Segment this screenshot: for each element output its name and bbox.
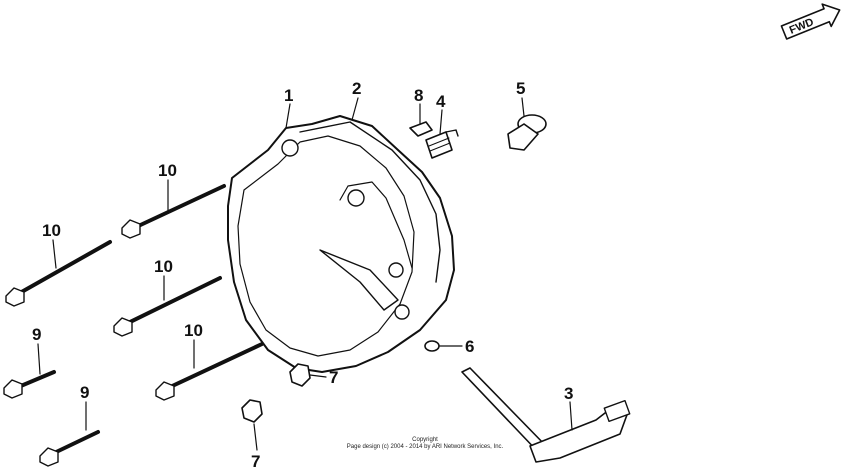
bolt-small-b <box>39 430 100 467</box>
copyright-line-1: Copyright <box>412 437 438 443</box>
callout-7a: 7 <box>329 368 338 387</box>
nut-a <box>289 363 311 387</box>
leader-lines <box>37 97 573 451</box>
clip <box>409 121 433 137</box>
callout-4: 4 <box>436 92 446 111</box>
callout-5: 5 <box>516 79 525 98</box>
forward-arrow-icon <box>780 3 841 40</box>
bolt-long-a <box>121 184 226 239</box>
callout-9a: 9 <box>32 325 41 344</box>
callout-10c: 10 <box>154 257 173 276</box>
copyright-line-2: Page design (c) 2004 - 2014 by ARI Netwo… <box>346 444 504 450</box>
crankcase-cover <box>227 115 455 373</box>
callout-10d: 10 <box>184 321 203 340</box>
bolt-small-a <box>3 370 56 399</box>
callout-6: 6 <box>465 337 474 356</box>
callout-7b: 7 <box>251 452 260 471</box>
nut-b <box>241 399 263 423</box>
bolt-long-c <box>113 276 222 337</box>
pin <box>507 114 547 151</box>
shift-lever <box>461 367 631 463</box>
callout-3: 3 <box>564 384 573 403</box>
callout-8: 8 <box>414 86 423 105</box>
fwd-badge: FWD <box>780 3 841 40</box>
bolt-long-b <box>5 240 112 307</box>
callout-2: 2 <box>352 79 361 98</box>
copyright-notice: Copyright Page design (c) 2004 - 2014 by… <box>300 437 550 451</box>
spring <box>425 129 459 159</box>
oil-seal <box>424 340 440 352</box>
callout-9b: 9 <box>80 383 89 402</box>
callout-10b: 10 <box>42 221 61 240</box>
callout-10a: 10 <box>158 161 177 180</box>
bolt-long-d <box>155 342 264 401</box>
callout-1: 1 <box>284 86 293 105</box>
